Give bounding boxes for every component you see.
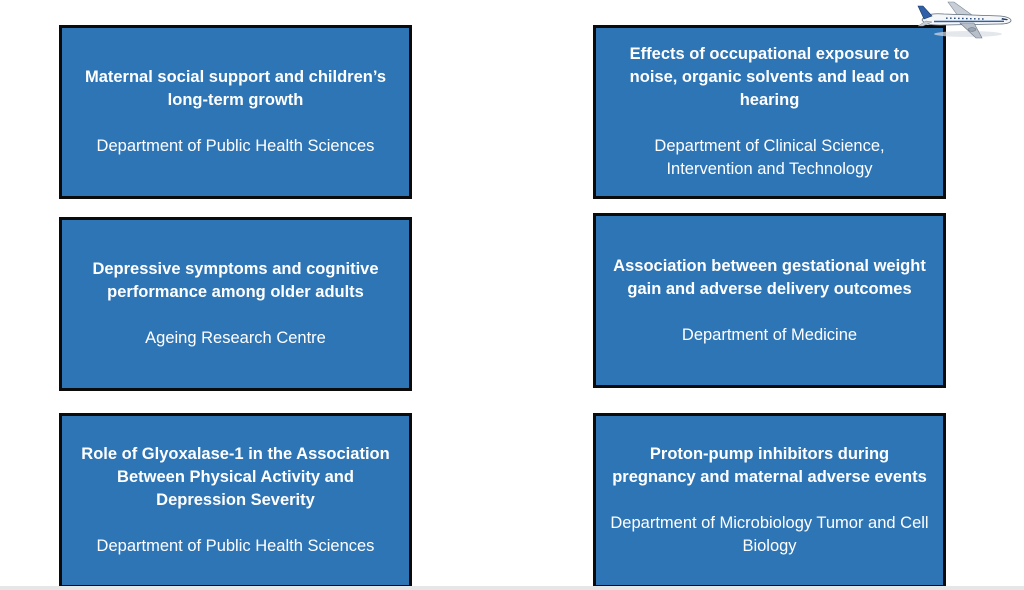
project-card-maternal-social-support: Maternal social support and children’s l…	[59, 25, 412, 199]
card-department: Department of Clinical Science, Interven…	[654, 137, 885, 178]
card-department: Ageing Research Centre	[145, 329, 326, 347]
airplane-icon	[917, 1, 1012, 39]
card-title: Role of Glyoxalase-1 in the Association …	[81, 445, 390, 509]
project-card-occupational-exposure: Effects of occupational exposure to nois…	[593, 25, 946, 199]
card-title: Effects of occupational exposure to nois…	[629, 45, 910, 109]
project-card-gestational-weight-gain: Association between gestational weight g…	[593, 213, 946, 388]
card-title: Maternal social support and children’s l…	[84, 68, 387, 109]
card-department: Department of Microbiology Tumor and Cel…	[610, 514, 929, 555]
project-card-depressive-symptoms: Depressive symptoms and cognitive perfor…	[59, 217, 412, 391]
card-department: Department of Medicine	[681, 325, 858, 344]
card-title: Association between gestational weight g…	[613, 256, 926, 298]
card-department: Department of Public Health Sciences	[96, 137, 375, 155]
card-department: Department of Public Health Sciences	[96, 537, 375, 555]
bottom-edge-strip	[0, 586, 1024, 590]
card-title: Proton-pump inhibitors during pregnancy …	[612, 445, 927, 486]
project-card-proton-pump-inhibitors: Proton-pump inhibitors during pregnancy …	[593, 413, 946, 588]
project-card-glyoxalase: Role of Glyoxalase-1 in the Association …	[59, 413, 412, 588]
card-title: Depressive symptoms and cognitive perfor…	[92, 260, 379, 301]
